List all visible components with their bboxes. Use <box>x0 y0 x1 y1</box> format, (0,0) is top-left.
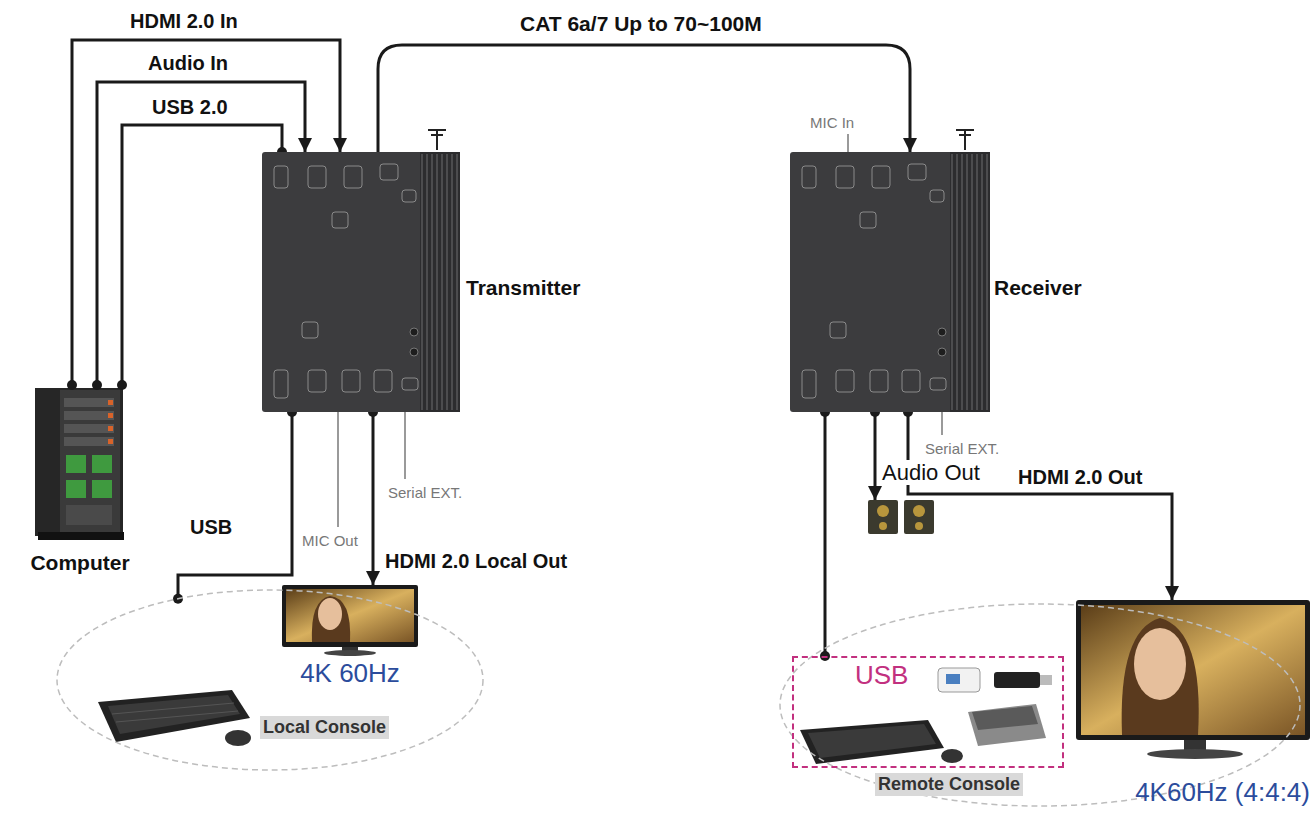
computer-node: Computer <box>30 385 130 545</box>
connector <box>378 45 910 152</box>
connector-line <box>378 45 910 152</box>
port-label: MIC In <box>810 114 854 131</box>
computer-tower <box>35 388 124 540</box>
connector-label: USB <box>190 516 232 539</box>
connector-line <box>824 412 827 656</box>
keyboard-picture <box>98 690 251 746</box>
port-label: Serial EXT. <box>925 440 999 457</box>
connector <box>368 407 378 585</box>
node-label: Audio Out <box>880 460 982 485</box>
connector-dot <box>92 380 102 390</box>
node-label: Transmitter <box>466 276 580 300</box>
connector-label: USB 2.0 <box>152 96 228 119</box>
node-label: Computer <box>30 551 129 575</box>
node-label: Local Console <box>260 716 389 739</box>
receiver-unit: Receiver <box>790 152 990 412</box>
connector <box>173 407 297 604</box>
port-label: Serial EXT. <box>388 484 462 501</box>
monitor-node: 4K 60Hz <box>282 585 418 651</box>
console-outline <box>55 588 485 772</box>
port-label: MIC Out <box>302 532 358 549</box>
connector-label: HDMI 2.0 Local Out <box>385 550 567 573</box>
monitor-picture <box>282 585 418 656</box>
usb-devices-picture <box>800 668 1052 764</box>
node-label: 4K 60Hz <box>300 659 400 689</box>
speaker-picture <box>868 500 934 534</box>
transmitter-unit: Transmitter <box>262 152 460 412</box>
connector-line <box>372 412 375 585</box>
connector <box>117 125 287 390</box>
connector-label: HDMI 2.0 Out <box>1018 466 1142 489</box>
extender-body <box>790 152 990 412</box>
connector-line <box>908 412 1172 600</box>
monitor-node: 4K60Hz (4:4:4) <box>1076 600 1310 750</box>
node-label: 4K60Hz (4:4:4) <box>1135 778 1310 808</box>
node-label: Receiver <box>994 276 1082 300</box>
connector-label: HDMI 2.0 In <box>130 10 238 33</box>
connector-label: CAT 6a/7 Up to 70~100M <box>520 12 762 36</box>
extender-body <box>262 152 460 412</box>
usb-group-box: USB <box>792 656 1064 768</box>
connector <box>870 407 880 500</box>
local-console-group: Local Console 4K 60Hz <box>55 588 485 772</box>
node-label: Remote Console <box>875 773 1023 796</box>
connector-line <box>178 412 292 599</box>
connector <box>903 407 1172 600</box>
connector-line <box>122 125 282 385</box>
connector-line <box>874 412 877 500</box>
monitor-picture <box>1076 600 1310 759</box>
connector-dot <box>117 380 127 390</box>
connector-label: Audio In <box>148 52 228 75</box>
speaker-node: Audio Out <box>866 500 936 534</box>
connector <box>820 407 830 661</box>
ground-symbol <box>428 130 974 150</box>
remote-console-group: Remote ConsoleUSB4K60Hz (4:4:4) <box>778 602 1302 808</box>
connector-dot <box>67 380 77 390</box>
node-label: USB <box>855 661 908 691</box>
